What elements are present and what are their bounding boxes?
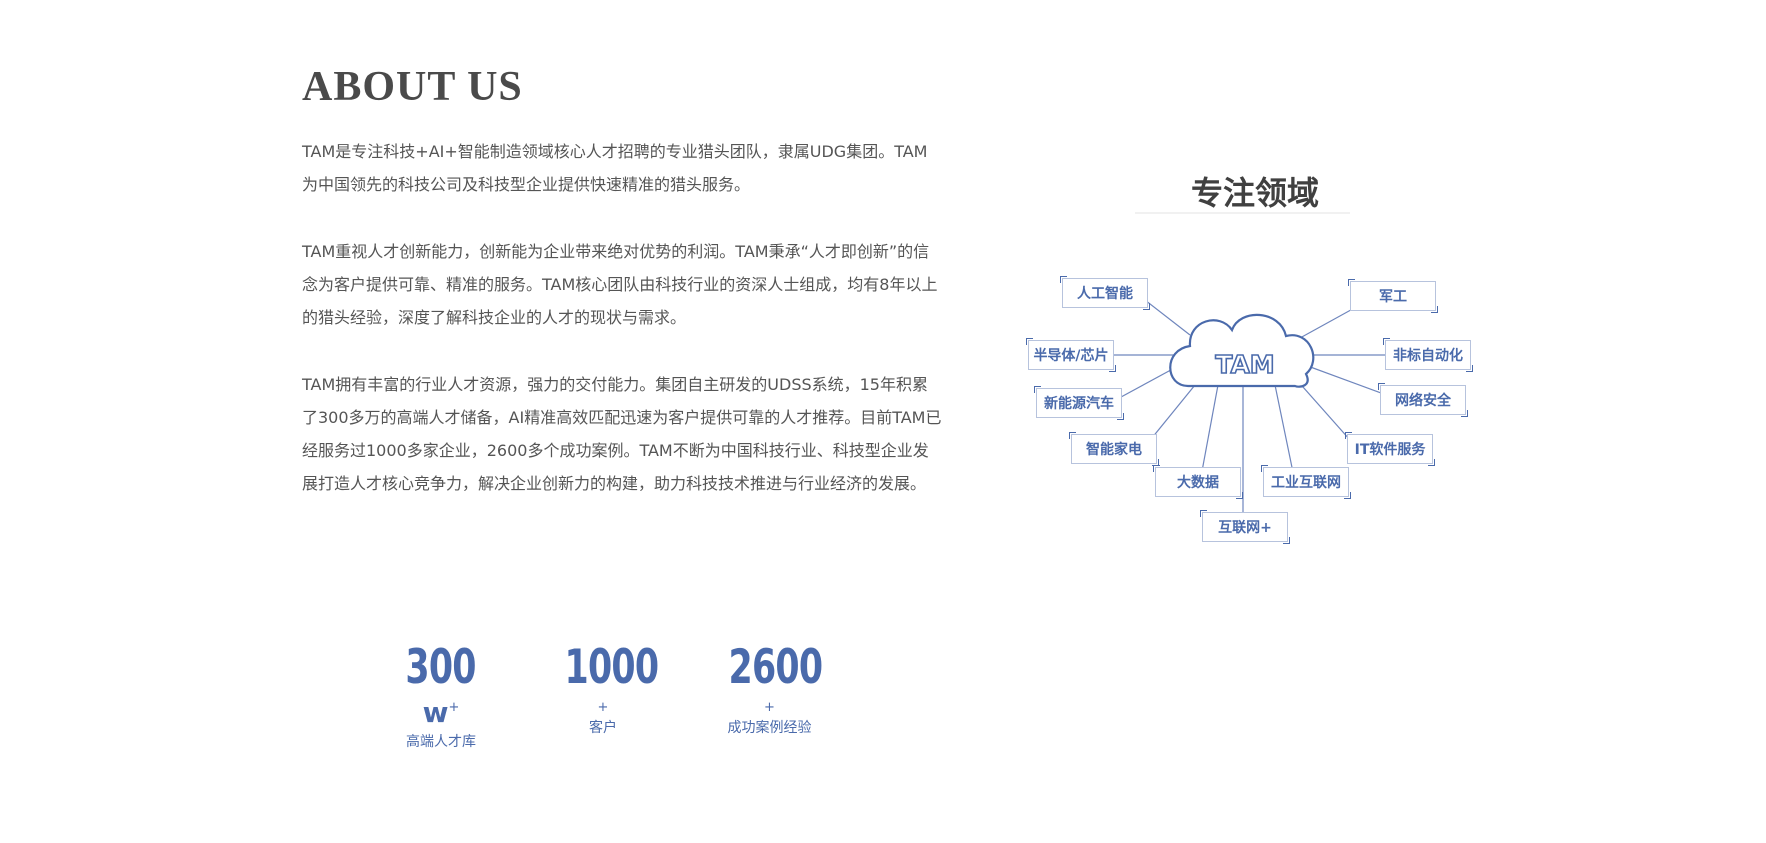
diagram-title: 专注领域 <box>1190 174 1319 212</box>
stat-label: 成功案例经验 <box>727 720 812 736</box>
stat-talent-pool: 300w+ 高端人才库 <box>382 640 500 751</box>
stat-plus: + <box>597 700 609 715</box>
node-military: 军工 <box>1348 279 1438 313</box>
stat-plus: + <box>448 700 460 715</box>
stat-number: 1000 <box>564 640 659 695</box>
stat-number: 300 <box>405 640 477 695</box>
node-smart-appliance: 智能家电 <box>1069 432 1159 466</box>
stat-plus: + <box>764 700 775 715</box>
focus-areas-diagram: 专注领域 TAM 人工智能 半导体/芯片 新能源汽车 智能家电 大数据 互联网+… <box>1000 160 1500 570</box>
node-semiconductor: 半导体/芯片 <box>1026 338 1116 372</box>
node-big-data: 大数据 <box>1153 465 1243 499</box>
stat-number: 2600 <box>728 640 823 695</box>
about-paragraph-1: TAM是专注科技+AI+智能制造领域核心人才招聘的专业猎头团队，隶属UDG集团。… <box>302 142 928 194</box>
stat-label: 高端人才库 <box>406 734 476 750</box>
about-section: ABOUT US TAM是专注科技+AI+智能制造领域核心人才招聘的专业猎头团队… <box>302 62 942 493</box>
node-automation: 非标自动化 <box>1383 338 1473 372</box>
stat-unit: w <box>422 696 449 729</box>
cloud-label: TAM <box>1215 350 1274 379</box>
stat-label: 客户 <box>589 720 617 736</box>
node-industrial-internet: 工业互联网 <box>1261 465 1351 499</box>
about-paragraph-3: TAM拥有丰富的行业人才资源，强力的交付能力。集团自主研发的UDSS系统，15年… <box>302 375 942 493</box>
node-ai: 人工智能 <box>1060 276 1150 310</box>
node-it-software: IT软件服务 <box>1345 432 1435 466</box>
diagram-lines: TAM <box>1100 212 1401 520</box>
about-heading: ABOUT US <box>302 64 523 110</box>
stat-clients: 1000 + 客户 <box>548 640 659 737</box>
stat-cases: 2600 + 成功案例经验 <box>712 640 827 737</box>
about-paragraph-2: TAM重视人才创新能力，创新能为企业带来绝对优势的利润。TAM秉承“人才即创新”… <box>302 242 938 327</box>
node-new-energy-vehicle: 新能源汽车 <box>1034 386 1124 420</box>
cloud-shape <box>1169 313 1315 388</box>
node-internet-plus: 互联网+ <box>1200 510 1290 544</box>
node-network-security: 网络安全 <box>1378 383 1468 417</box>
